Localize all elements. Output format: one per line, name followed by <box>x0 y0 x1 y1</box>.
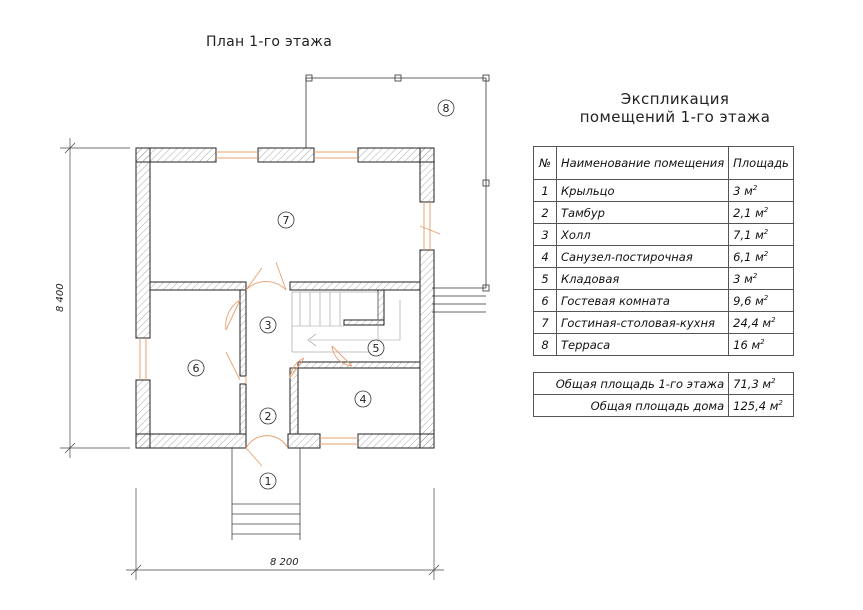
svg-text:1: 1 <box>265 475 272 488</box>
room-markers: 1 2 3 4 5 6 7 8 <box>187 99 455 490</box>
row-num: 8 <box>533 333 557 356</box>
table-header-row: № Наименование помещения Площадь <box>533 146 794 180</box>
header-num: № <box>533 146 557 180</box>
row-num: 1 <box>533 179 557 202</box>
row-name: Кладовая <box>555 267 730 290</box>
room-marker-8: 8 <box>437 99 455 117</box>
row-name: Терраса <box>555 333 730 356</box>
dim-width-label: 8 200 <box>270 557 299 568</box>
row-area: 16 м2 <box>728 333 794 356</box>
total-floor-label: Общая площадь 1-го этажа <box>532 372 730 395</box>
row-area: 3 м2 <box>728 179 794 202</box>
row-area: 7,1 м2 <box>728 223 794 246</box>
row-num: 4 <box>533 245 557 268</box>
dimension-lines <box>60 138 444 580</box>
row-area: 24,4 м2 <box>728 311 794 334</box>
row-area: 3 м2 <box>728 267 794 290</box>
row-name: Крыльцо <box>555 179 730 202</box>
explication-title-line2: помещений 1-го этажа <box>579 108 771 126</box>
porch <box>231 448 301 540</box>
room-marker-7: 7 <box>277 211 295 229</box>
header-area: Площадь <box>728 146 794 180</box>
table-spacer <box>533 355 794 373</box>
interior-walls <box>149 281 421 435</box>
row-num: 3 <box>533 223 557 246</box>
row-area: 9,6 м2 <box>728 289 794 312</box>
total-house-label: Общая площадь дома <box>532 394 730 417</box>
table-row-total-floor: Общая площадь 1-го этажа 71,3 м2 <box>532 372 794 395</box>
total-house-value: 125,4 м2 <box>728 394 794 417</box>
room-marker-6: 6 <box>187 359 205 377</box>
row-name: Санузел-постирочная <box>555 245 730 268</box>
row-area: 2,1 м2 <box>728 201 794 224</box>
windows <box>139 151 431 445</box>
terrace <box>305 74 490 313</box>
svg-text:6: 6 <box>193 362 200 375</box>
row-num: 5 <box>533 267 557 290</box>
total-floor-value: 71,3 м2 <box>728 372 794 395</box>
svg-text:2: 2 <box>265 410 272 423</box>
row-area: 6,1 м2 <box>728 245 794 268</box>
explication-title: Экспликация помещений 1-го этажа <box>560 90 790 126</box>
table-row-total-house: Общая площадь дома 125,4 м2 <box>532 394 794 417</box>
row-num: 6 <box>533 289 557 312</box>
row-name: Гостевая комната <box>555 289 730 312</box>
dim-height-label: 8 400 <box>55 283 66 312</box>
row-name: Гостиная-столовая-кухня <box>555 311 730 334</box>
svg-text:3: 3 <box>265 319 272 332</box>
header-name: Наименование помещения <box>555 146 730 180</box>
plan-title: План 1-го этажа <box>206 34 333 50</box>
row-num: 2 <box>533 201 557 224</box>
row-name: Тамбур <box>555 201 730 224</box>
room-marker-3: 3 <box>259 316 277 334</box>
svg-text:7: 7 <box>283 214 290 227</box>
svg-text:8: 8 <box>443 102 450 115</box>
explication-title-line1: Экспликация <box>620 90 730 108</box>
outer-walls <box>135 147 435 449</box>
row-name: Холл <box>555 223 730 246</box>
room-marker-5: 5 <box>367 339 385 357</box>
room-marker-2: 2 <box>259 407 277 425</box>
room-marker-4: 4 <box>354 390 372 408</box>
svg-text:4: 4 <box>360 393 367 406</box>
svg-text:5: 5 <box>373 342 380 355</box>
staircase <box>291 291 401 353</box>
room-marker-1: 1 <box>259 472 277 490</box>
doors <box>225 225 441 467</box>
row-num: 7 <box>533 311 557 334</box>
